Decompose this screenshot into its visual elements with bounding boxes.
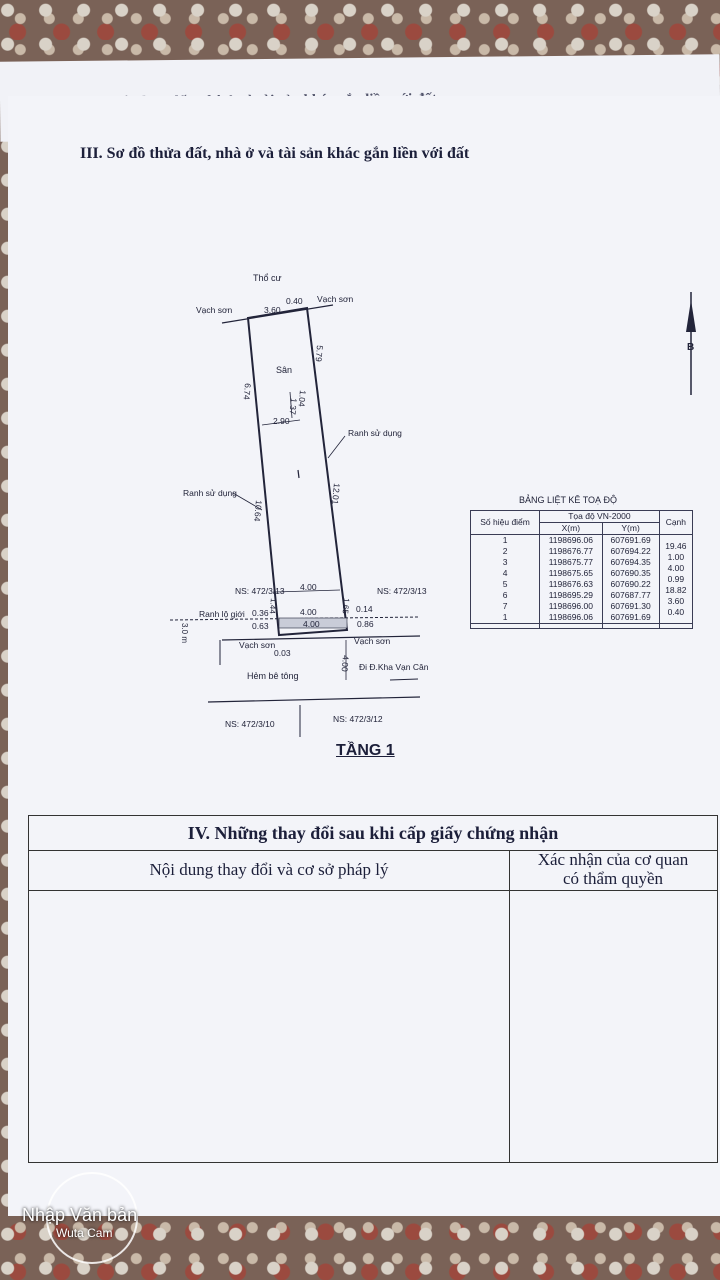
north-label: B: [687, 342, 694, 353]
label-ranh-su-dung-left: Ranh sử dụng: [183, 488, 237, 498]
label-ns-bottom-right: NS: 472/3/12: [333, 714, 383, 724]
land-plot-diagram: B Thổ cư Vạch sơn Vạch sơn 3.60 0.40 6.7…: [169, 273, 696, 737]
dim-10-64: 10.64: [252, 500, 264, 522]
label-hem-be-tong: Hẻm bê tông: [247, 671, 299, 681]
changes-section: IV. Những thay đổi sau khi cấp giấy chứn…: [28, 815, 718, 1163]
label-ns-right: NS: 472/3/13: [377, 586, 427, 596]
dim-1-37: 1.37: [288, 398, 299, 416]
certificate-page: [8, 96, 720, 1216]
dim-0-14: 0.14: [356, 604, 373, 614]
dim-3-0-m: 3.0 m: [180, 623, 189, 643]
inner-dimension-line-2: [289, 391, 293, 419]
label-vach-son-top-left: Vạch sơn: [196, 305, 233, 315]
label-tho-cu: Thổ cư: [253, 273, 282, 283]
dim-0-03: 0.03: [274, 648, 291, 658]
label-vach-son-top-right: Vạch sơn: [317, 294, 354, 304]
dim-1-65: 1.65: [341, 598, 351, 615]
coordinate-table-title: BẢNG LIỆT KÊ TOẠ ĐỘ: [519, 495, 618, 505]
direction-arrow: [389, 678, 419, 681]
dim-0-63: 0.63: [252, 621, 269, 631]
dim-0-86: 0.86: [357, 619, 374, 629]
watermark-line1: Nhập Văn bản: [22, 1205, 138, 1225]
changes-section-title: IV. Những thay đổi sau khi cấp giấy chứn…: [29, 816, 717, 851]
north-arrow-head: [686, 300, 696, 332]
header-y: Y(m): [601, 522, 660, 535]
label-ns-left: NS: 472/3/13: [235, 586, 285, 596]
inner-dimension-line: [261, 419, 301, 426]
leader-line-right: [327, 435, 346, 459]
camera-watermark: Nhập Văn bản Wuta Cam: [22, 1205, 137, 1240]
dim-1-44: 1.44: [268, 598, 278, 615]
plot-outline: [246, 306, 349, 637]
label-vach-son-bottom-left: Vạch sơn: [239, 640, 276, 650]
alley-edge-top: [221, 635, 421, 641]
dim-4-00-a: 4.00: [300, 582, 317, 592]
header-point-id: Số hiệu điểm: [469, 510, 541, 535]
label-ranh-su-dung-right: Ranh sử dụng: [348, 428, 402, 438]
coordinate-table: Số hiệu điểm Tọa độ VN-2000 Cạnh X(m) Y(…: [469, 510, 694, 629]
width-line: [274, 589, 341, 593]
dim-5-79: 5.79: [314, 345, 325, 363]
label-di-kha-van-can: Đi Đ.Kha Vạn Cân: [359, 662, 429, 672]
watermark-logo: [46, 1172, 138, 1264]
dim-0-36: 0.36: [252, 608, 269, 618]
dim-4-00-c: 4.00: [303, 619, 320, 629]
dim-4-00-b: 4.00: [300, 607, 317, 617]
changes-content-header: Nội dung thay đổi và cơ sở pháp lý: [29, 850, 510, 891]
authority-header-line2: có thẩm quyền: [562, 869, 664, 888]
dim-6-74: 6.74: [242, 383, 253, 401]
setback-hatch: [278, 617, 348, 629]
label-san: Sân: [276, 365, 292, 375]
dim-2-90: 2.90: [273, 416, 290, 426]
dim-0-40: 0.40: [286, 296, 303, 306]
authority-header-line1: Xác nhận của cơ quan: [537, 850, 689, 869]
center-mark: [297, 469, 300, 479]
leader-line-left: [232, 492, 263, 511]
header-x: X(m): [539, 522, 603, 535]
authority-confirmation-header: Xác nhận của cơ quan có thẩm quyền: [509, 850, 717, 891]
label-ranh-lo-gioi: Ranh lộ giới: [199, 609, 245, 619]
dim-12-01: 12.01: [330, 483, 342, 505]
section3-title: III. Sơ đồ thửa đất, nhà ở và tài sản kh…: [80, 145, 470, 162]
label-ns-bottom-left: NS: 472/3/10: [225, 719, 275, 729]
header-vn2000: Tọa độ VN-2000: [539, 510, 660, 523]
dim-4-00-d: 4.00: [340, 655, 351, 673]
dim-3-60: 3.60: [264, 305, 281, 315]
label-vach-son-bottom-right: Vạch sơn: [354, 636, 391, 646]
floor-label: TẦNG 1: [336, 742, 395, 759]
top-boundary-line: [221, 304, 334, 324]
watermark-line2: Wuta Cam: [56, 1226, 113, 1240]
alley-edge-bottom: [207, 696, 421, 703]
column-divider: [509, 890, 510, 1162]
header-edge: Cạnh: [658, 510, 694, 535]
dim-1-04: 1.04: [297, 390, 308, 408]
